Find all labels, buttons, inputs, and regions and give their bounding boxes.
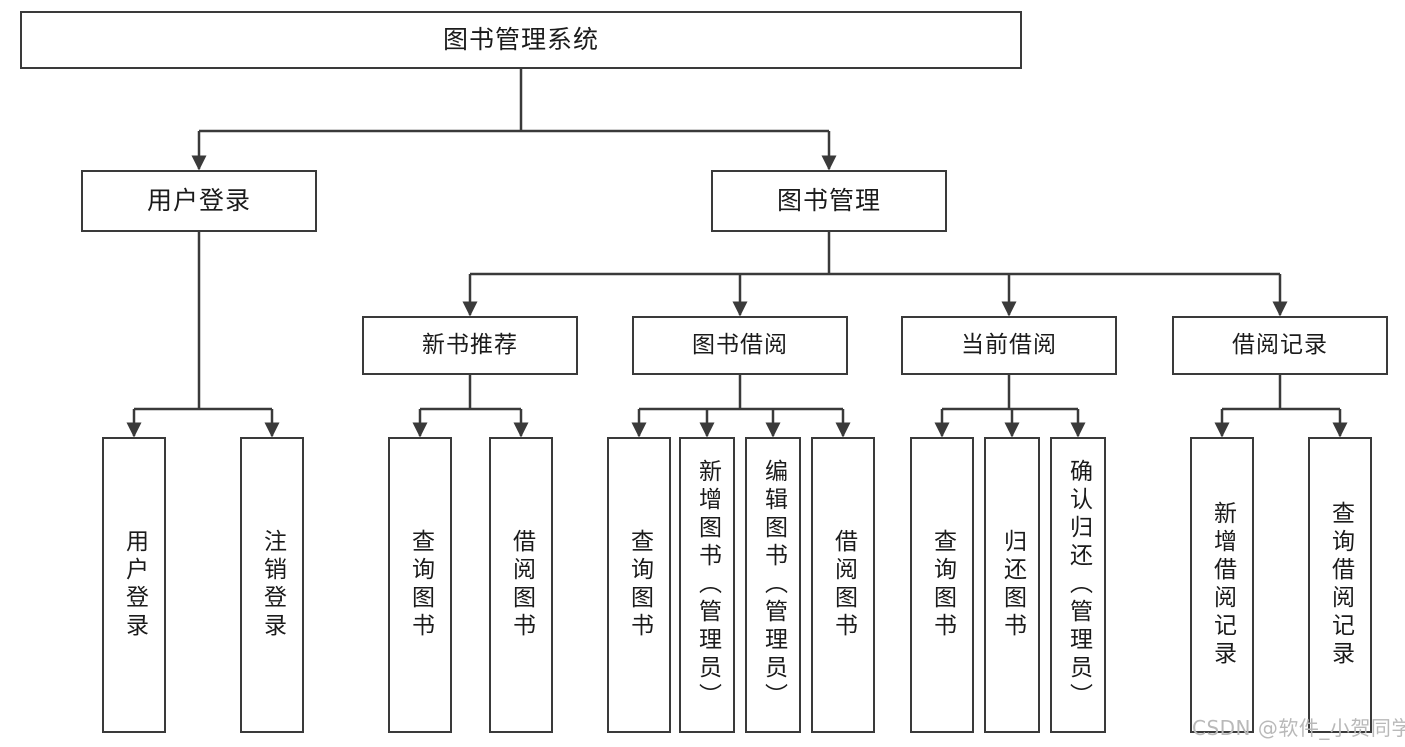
node-label: 新增借阅记录: [1209, 501, 1236, 669]
csdn-watermark: CSDN @软件_小贺同学: [1192, 716, 1405, 740]
node-leaf-return-book[interactable]: 归还图书: [984, 437, 1040, 733]
node-label: 当前借阅: [961, 331, 1057, 358]
node-label: 新增图书（管理员）: [694, 459, 721, 711]
node-borrow-record[interactable]: 借阅记录: [1172, 316, 1388, 375]
node-leaf-add-record[interactable]: 新增借阅记录: [1190, 437, 1254, 733]
node-label: 新书推荐: [422, 331, 518, 358]
node-label: 归还图书: [999, 529, 1026, 641]
node-label: 用户登录: [146, 186, 251, 216]
node-leaf-borrow-book-1[interactable]: 借阅图书: [489, 437, 553, 733]
node-label: 借阅记录: [1232, 331, 1328, 358]
node-root[interactable]: 图书管理系统: [20, 11, 1022, 69]
node-label: 查询图书: [929, 529, 956, 641]
node-label: 借阅图书: [508, 529, 535, 641]
node-book-borrow[interactable]: 图书借阅: [632, 316, 848, 375]
node-label: 编辑图书（管理员）: [760, 459, 787, 711]
node-label: 查询图书: [626, 529, 653, 641]
node-leaf-user-login[interactable]: 用户登录: [102, 437, 166, 733]
node-current-borrow[interactable]: 当前借阅: [901, 316, 1117, 375]
node-leaf-edit-book[interactable]: 编辑图书（管理员）: [745, 437, 801, 733]
node-leaf-query-book-1[interactable]: 查询图书: [388, 437, 452, 733]
node-label: 查询图书: [407, 529, 434, 641]
node-leaf-query-book-3[interactable]: 查询图书: [910, 437, 974, 733]
node-label: 注销登录: [259, 529, 286, 641]
node-leaf-add-book[interactable]: 新增图书（管理员）: [679, 437, 735, 733]
node-book-mgmt[interactable]: 图书管理: [711, 170, 947, 232]
node-leaf-confirm-ret[interactable]: 确认归还（管理员）: [1050, 437, 1106, 733]
node-label: 借阅图书: [830, 529, 857, 641]
node-label: 图书借阅: [692, 331, 788, 358]
node-leaf-user-logout[interactable]: 注销登录: [240, 437, 304, 733]
node-label: 查询借阅记录: [1327, 501, 1354, 669]
node-leaf-query-book-2[interactable]: 查询图书: [607, 437, 671, 733]
node-label: 确认归还（管理员）: [1065, 459, 1092, 711]
node-user-login[interactable]: 用户登录: [81, 170, 317, 232]
node-new-book-rec[interactable]: 新书推荐: [362, 316, 578, 375]
node-label: 用户登录: [121, 529, 148, 641]
node-label: 图书管理系统: [442, 25, 599, 55]
node-leaf-query-record[interactable]: 查询借阅记录: [1308, 437, 1372, 733]
node-leaf-borrow-book-2[interactable]: 借阅图书: [811, 437, 875, 733]
node-label: 图书管理: [776, 186, 881, 216]
